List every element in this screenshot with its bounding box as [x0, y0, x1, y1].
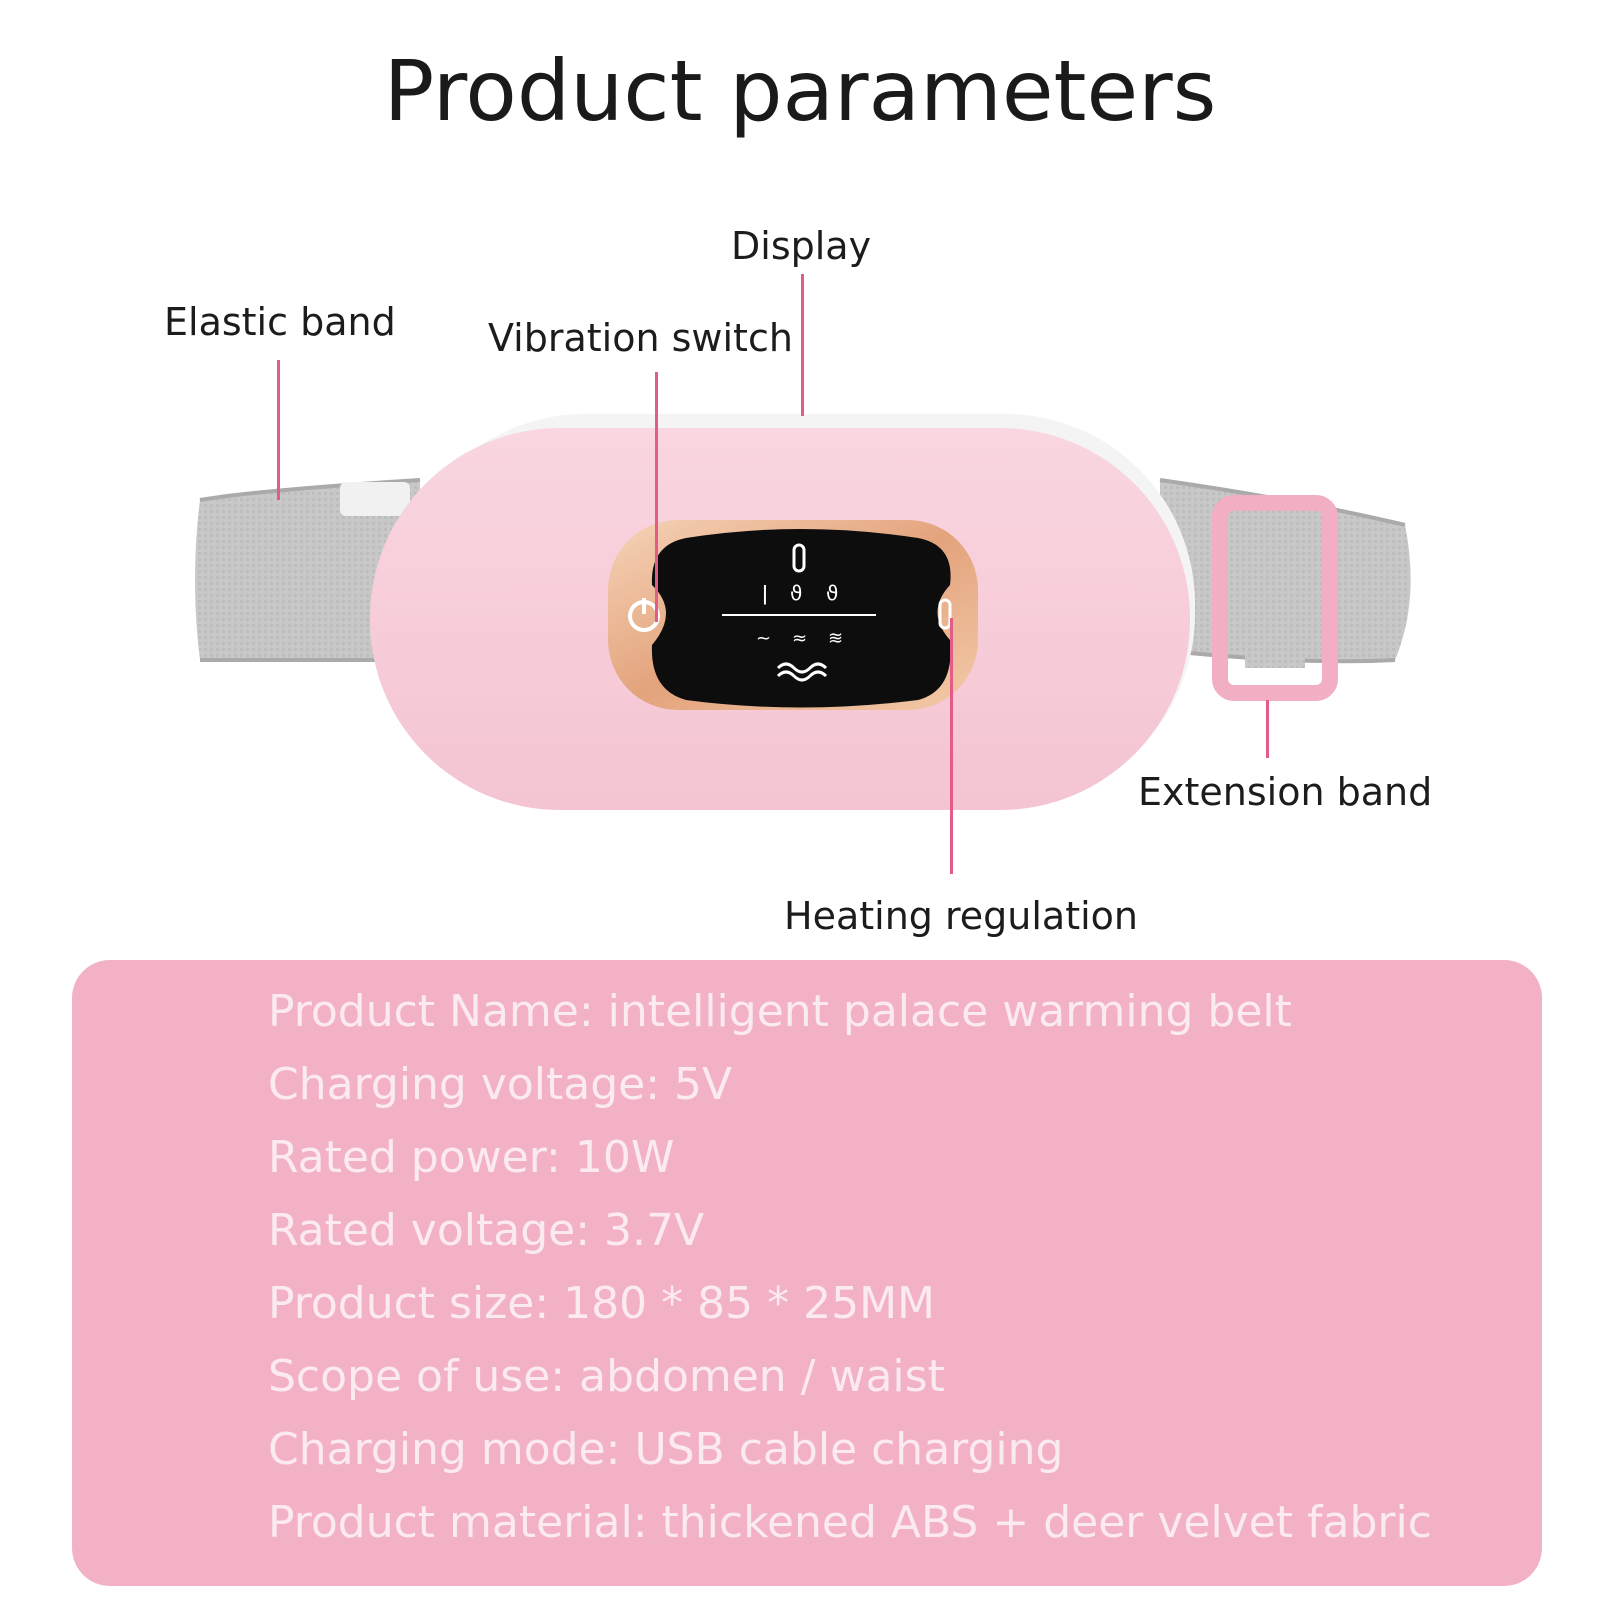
buckle — [1212, 495, 1338, 701]
heating-regulation-button[interactable] — [938, 598, 952, 630]
wave-icon — [776, 662, 828, 674]
spec-product-material: Product material: thickened ABS + deer v… — [268, 1497, 1432, 1548]
callout-vibration-switch: Vibration switch — [488, 316, 793, 360]
specs-panel: Product Name: intelligent palace warming… — [72, 960, 1542, 1586]
flame-icon-high: ϑ — [826, 581, 838, 605]
spec-scope-of-use: Scope of use: abdomen / waist — [268, 1351, 945, 1402]
vibration-switch-button[interactable] — [628, 598, 660, 632]
spec-product-size: Product size: 180 * 85 * 25MM — [268, 1278, 936, 1329]
leader-elastic-band — [277, 360, 280, 500]
flame-icon-mid: ϑ — [790, 581, 802, 605]
leader-heating-regulation — [950, 618, 953, 874]
vibration-mid-icon: ≈ — [792, 628, 807, 649]
leader-display — [801, 274, 804, 416]
thermometer-icon — [792, 543, 806, 573]
callout-elastic-band: Elastic band — [164, 300, 396, 344]
leader-extension-band — [1266, 700, 1269, 758]
spec-charging-voltage: Charging voltage: 5V — [268, 1059, 733, 1110]
spec-product-name: Product Name: intelligent palace warming… — [268, 986, 1292, 1037]
warming-belt-illustration: ǀ ϑ ϑ ~ ≈ ≋ — [195, 414, 1411, 810]
leader-vibration-switch — [655, 372, 658, 622]
callout-extension-band: Extension band — [1138, 770, 1433, 814]
control-panel: ǀ ϑ ϑ ~ ≈ ≋ — [608, 520, 978, 710]
vibration-low-icon: ~ — [756, 628, 771, 649]
flame-icon-low: ǀ — [762, 581, 768, 605]
display-screen: ǀ ϑ ϑ ~ ≈ ≋ — [722, 543, 876, 682]
callout-heating-regulation: Heating regulation — [784, 894, 1138, 938]
spec-rated-power: Rated power: 10W — [268, 1132, 675, 1183]
callout-display: Display — [731, 224, 872, 268]
spec-charging-mode: Charging mode: USB cable charging — [268, 1424, 1064, 1475]
spec-rated-voltage: Rated voltage: 3.7V — [268, 1205, 705, 1256]
vibration-high-icon: ≋ — [828, 628, 843, 649]
page-title: Product parameters — [383, 42, 1217, 140]
